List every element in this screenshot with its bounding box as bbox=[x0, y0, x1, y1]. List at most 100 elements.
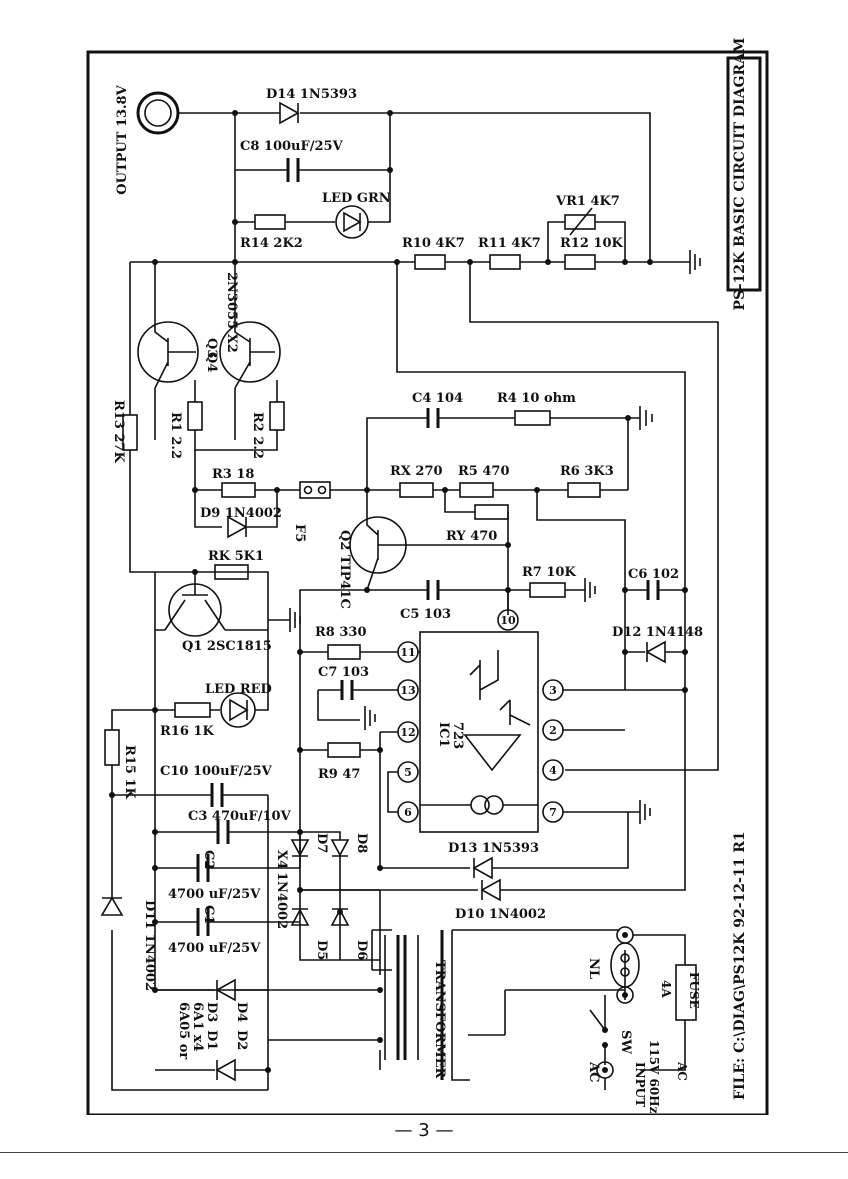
r6-resistor bbox=[567, 482, 601, 498]
svg-text:13: 13 bbox=[400, 684, 415, 697]
d1-diode bbox=[215, 1058, 236, 1082]
led-red-label: LED RED bbox=[205, 682, 272, 697]
d9-diode bbox=[227, 515, 248, 539]
input-label-1: INPUT bbox=[633, 1062, 647, 1107]
d12-diode bbox=[645, 640, 666, 664]
c1-capacitor bbox=[196, 908, 210, 936]
mains-terminal-mid bbox=[616, 986, 634, 1004]
r5-label: R5 470 bbox=[458, 464, 510, 479]
r10-resistor bbox=[414, 254, 446, 270]
page-divider bbox=[0, 1152, 848, 1153]
ic-pin-4 bbox=[542, 759, 564, 781]
r3-label: R3 18 bbox=[212, 467, 254, 482]
d8-diode bbox=[330, 839, 350, 857]
r16-resistor bbox=[174, 702, 211, 718]
r13-resistor bbox=[122, 414, 138, 451]
r11-label: R11 4K7 bbox=[478, 236, 541, 251]
rx-label: RX 270 bbox=[390, 464, 443, 479]
r5-resistor bbox=[459, 482, 494, 498]
d5-diode bbox=[290, 908, 310, 926]
svg-text:11: 11 bbox=[400, 646, 415, 659]
output-wire bbox=[178, 112, 651, 262]
ac-top-label: AC bbox=[586, 1061, 601, 1082]
c1-label: C1 bbox=[201, 905, 216, 924]
q2-label: Q2 TIP41C bbox=[337, 530, 352, 609]
rectifier-type-label: 6A05 or bbox=[176, 1002, 191, 1059]
vr1-potentiometer bbox=[564, 214, 596, 230]
title-box bbox=[726, 56, 762, 292]
output-label: OUTPUT 13.8V bbox=[115, 84, 130, 194]
q4-transistor bbox=[219, 321, 281, 383]
led-red bbox=[220, 692, 256, 728]
current-source bbox=[470, 795, 490, 815]
fuse-label: FUSE bbox=[687, 972, 701, 1009]
r15-label: R15 1K bbox=[122, 745, 137, 799]
d13-diode bbox=[472, 856, 493, 880]
c7-capacitor bbox=[340, 680, 354, 700]
r8-resistor bbox=[327, 644, 361, 660]
d2-label: D2 bbox=[234, 1030, 249, 1050]
r8-label: R8 330 bbox=[315, 625, 367, 640]
f5-jumper bbox=[299, 481, 331, 499]
c6-capacitor bbox=[646, 580, 660, 600]
svg-text:2: 2 bbox=[549, 724, 557, 737]
c2-capacitor bbox=[196, 854, 210, 882]
rk-resistor bbox=[214, 564, 249, 580]
c1-value-label: 4700 uF/25V bbox=[168, 941, 261, 956]
rk-label: RK 5K1 bbox=[208, 549, 264, 564]
r2-label: R2 2.2 bbox=[250, 412, 265, 459]
c4-capacitor bbox=[426, 408, 440, 428]
d5-label: D5 bbox=[314, 940, 329, 960]
r7-resistor bbox=[529, 582, 566, 598]
d3-diode bbox=[215, 978, 236, 1002]
r4-resistor bbox=[514, 410, 551, 426]
r4-label: R4 10 ohm bbox=[497, 391, 576, 406]
circuit-diagram: PS-12K BASIC CIRCUIT DIAGRAM OUTPUT 13.8… bbox=[86, 38, 769, 1117]
svg-text:3: 3 bbox=[549, 684, 557, 697]
c2-label: C2 bbox=[201, 850, 216, 869]
d14-diode bbox=[279, 101, 300, 125]
svg-text:6: 6 bbox=[404, 806, 412, 819]
ry-label: RY 470 bbox=[446, 529, 497, 544]
r3-resistor bbox=[221, 482, 256, 498]
d14-label: D14 1N5393 bbox=[266, 87, 357, 102]
fuse-value-label: 4A bbox=[659, 980, 673, 998]
c10-capacitor bbox=[210, 783, 224, 807]
r6-label: R6 3K3 bbox=[560, 464, 614, 479]
r13-label: R13 27K bbox=[111, 400, 126, 464]
c3-label: C3 470uF/10V bbox=[188, 809, 292, 824]
q3-label: Q3 bbox=[204, 338, 219, 358]
d12-label: D12 1N4148 bbox=[612, 625, 703, 640]
diagram-title: PS-12K BASIC CIRCUIT DIAGRAM bbox=[732, 38, 748, 311]
d10-diode bbox=[480, 878, 501, 902]
d4-label: D4 bbox=[234, 1002, 249, 1022]
d7-diode bbox=[290, 839, 310, 857]
fuse bbox=[675, 964, 697, 1021]
led-green bbox=[335, 205, 369, 239]
r10-label: R10 4K7 bbox=[402, 236, 465, 251]
c2-value-label: 4700 uF/25V bbox=[168, 887, 261, 902]
bridge-diode-label: 1N4002 bbox=[274, 872, 289, 929]
sw-label: SW bbox=[618, 1030, 633, 1054]
r2-resistor bbox=[269, 401, 285, 431]
svg-text:12: 12 bbox=[400, 726, 415, 739]
svg-text:5: 5 bbox=[404, 766, 412, 779]
input-label-2: 115V 60Hz bbox=[647, 1040, 661, 1114]
nl-label: NL bbox=[586, 958, 601, 979]
page-number: — 3 — bbox=[394, 1120, 454, 1141]
c10-label: C10 100uF/25V bbox=[160, 764, 273, 779]
q4-label: Q4 bbox=[204, 352, 219, 372]
r1-label: R1 2.2 bbox=[168, 412, 183, 459]
transformer-label: TRANSFORMER bbox=[432, 960, 447, 1078]
c7-label: C7 103 bbox=[318, 665, 369, 680]
d13-label: D13 1N5393 bbox=[448, 841, 539, 856]
r12-resistor bbox=[564, 254, 596, 270]
c8-label: C8 100uF/25V bbox=[240, 139, 344, 154]
x4-label: X4 bbox=[274, 850, 289, 869]
d7-label: D7 bbox=[314, 833, 329, 853]
r16-label: R16 1K bbox=[160, 724, 214, 739]
d3-label: D3 bbox=[204, 1002, 219, 1022]
svg-text:7: 7 bbox=[549, 806, 557, 819]
ry-resistor bbox=[474, 504, 509, 520]
r15-resistor bbox=[104, 729, 120, 766]
